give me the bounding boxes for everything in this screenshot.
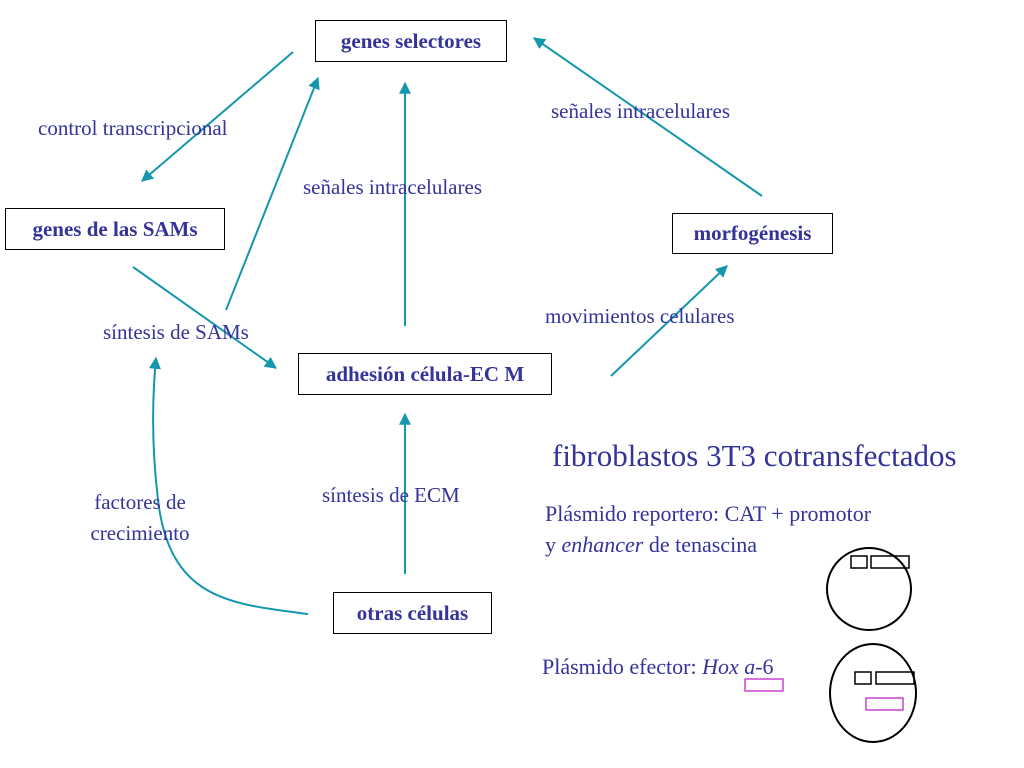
reporter-line2: y enhancer de tenascina	[545, 529, 871, 560]
effector-reporter-cat-block	[875, 671, 915, 685]
reporter-line2-prefix: y	[545, 532, 562, 557]
node-otras-celulas: otras células	[333, 592, 492, 634]
reporter-enhancer-italic: enhancer	[561, 532, 644, 557]
arrow-genes-sams-to-adhesion	[132, 266, 277, 369]
node-genes-de-las-sams: genes de las SAMs	[5, 208, 225, 250]
arrow-control-transcripcional	[141, 51, 294, 182]
effector-reporter-promoter-block	[854, 671, 872, 685]
experiment-title: fibroblastos 3T3 cotransfectados	[552, 438, 957, 473]
label-control-transcripcional: control transcripcional	[38, 116, 228, 140]
label-senales-intracelulares-top: señales intracelulares	[551, 99, 730, 123]
reporter-promoter-block	[850, 555, 868, 569]
label-sintesis-de-sams: síntesis de SAMs	[103, 320, 249, 344]
arrow-morfogenesis-to-genes-selectores	[533, 37, 763, 197]
effector-plasmid-description: Plásmido efector: Hox a-6	[542, 651, 774, 682]
cell-reporter-outline	[826, 547, 912, 631]
label-senales-intracelulares-mid: señales intracelulares	[303, 175, 482, 199]
node-genes-selectores: genes selectores	[315, 20, 507, 62]
arrow-sintesis-sams-to-genes-selectores	[225, 76, 320, 311]
effector-hox-block-legend	[744, 678, 784, 692]
effector-suffix: -6	[755, 654, 774, 679]
reporter-plasmid-description: Plásmido reportero: CAT + promotor y enh…	[545, 498, 871, 560]
label-factores-de-crecimiento: factores de crecimiento	[76, 487, 204, 549]
label-movimientos-celulares: movimientos celulares	[545, 304, 735, 328]
cell-circle-reporter	[826, 547, 912, 631]
effector-a-italic: a	[744, 654, 756, 679]
label-factores-line1: factores de	[94, 490, 186, 514]
effector-hox-block-inside	[865, 697, 904, 711]
label-sintesis-de-ecm: síntesis de ECM	[322, 483, 460, 507]
cell-effector-outline	[829, 643, 917, 743]
node-morfogenesis: morfogénesis	[672, 213, 833, 254]
cell-circle-effector	[829, 643, 917, 743]
effector-hox-italic: Hox	[702, 654, 739, 679]
arrow-adhesion-to-morfogenesis	[610, 265, 728, 377]
reporter-line1: Plásmido reportero: CAT + promotor	[545, 501, 872, 526]
node-adhesion-celula-ecm: adhesión célula-EC M	[298, 353, 552, 395]
effector-prefix: Plásmido efector:	[542, 654, 703, 679]
reporter-line2-suffix: de tenascina	[643, 532, 757, 557]
label-factores-line2: crecimiento	[90, 521, 190, 545]
arrow-factores-de-crecimiento	[149, 356, 309, 615]
reporter-cat-block	[870, 555, 910, 569]
